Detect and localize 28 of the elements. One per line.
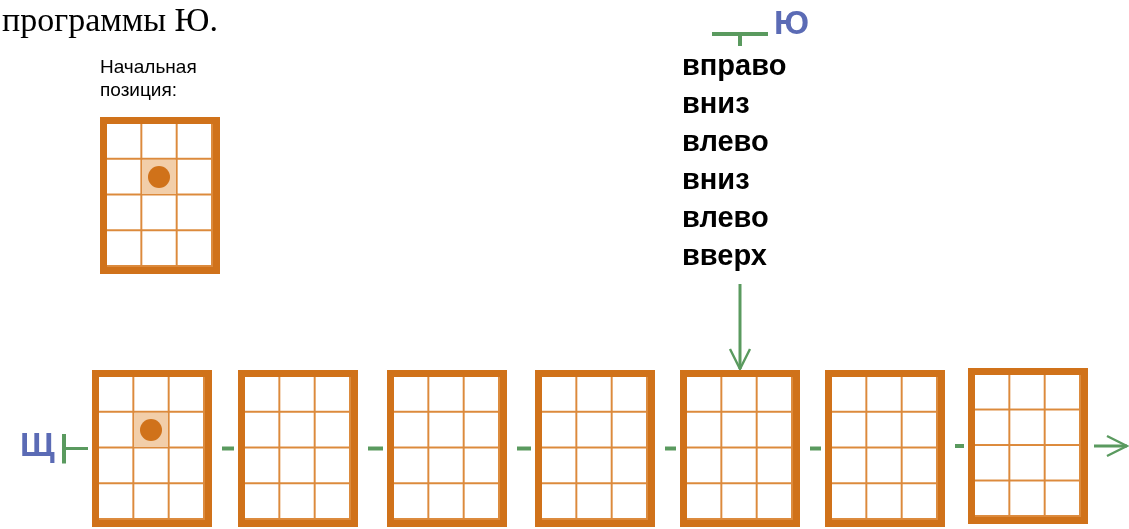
token-drawing: [142, 159, 177, 194]
instruction-text: программы Ю.: [2, 2, 219, 38]
grid-drawing: [535, 370, 655, 527]
grid-drawing: [92, 370, 212, 527]
arrow: [1094, 434, 1129, 458]
command-text: вниз: [682, 86, 750, 121]
connector-line: [62, 431, 88, 466]
command-text: вниз: [682, 162, 750, 197]
grid-drawing: [238, 370, 358, 527]
grid-drawing: [387, 370, 507, 527]
heading-text: Начальная позиция:: [100, 55, 198, 101]
token-drawing: [134, 412, 169, 447]
program-name: Щ: [20, 425, 55, 463]
grid-drawing: [968, 368, 1088, 524]
command-text: вправо: [682, 48, 787, 83]
connector-line: [955, 444, 964, 448]
connector-line: [665, 446, 676, 451]
connector-line: [810, 446, 821, 451]
connector-line: [222, 446, 234, 451]
command-text: вверх: [682, 238, 767, 273]
command-text: влево: [682, 200, 769, 235]
connector-line: [517, 446, 531, 451]
grid-drawing: [680, 370, 800, 527]
command-text: влево: [682, 124, 769, 159]
program-name: Ю: [774, 4, 810, 40]
connector-line: [368, 446, 383, 451]
arrow: [728, 284, 752, 371]
grid-drawing: [825, 370, 945, 527]
